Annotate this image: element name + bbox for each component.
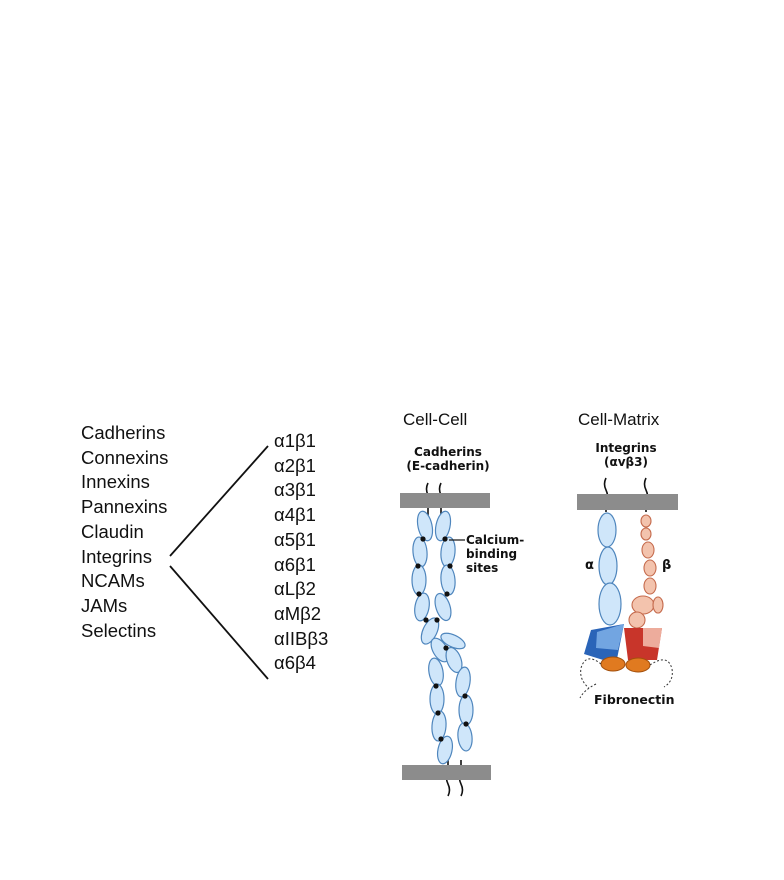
- top-membrane: [400, 493, 490, 508]
- cadherin-illustration: [400, 483, 491, 796]
- matrix-membrane: [577, 494, 678, 510]
- bracket-line-bottom: [170, 566, 268, 679]
- cell-cell-heading: Cell-Cell: [403, 410, 467, 430]
- integrin-illustration: [577, 478, 678, 698]
- integrin-label-line2: (αvβ3): [580, 455, 672, 469]
- alpha-subunit-label: α: [585, 558, 594, 573]
- calcium-binding-label: Calcium- binding sites: [466, 533, 524, 575]
- cadherin-label-line2: (E-cadherin): [398, 459, 498, 473]
- callout-line3: sites: [466, 561, 524, 575]
- cadherin-label-line1: Cadherins: [398, 445, 498, 459]
- fibronectin-label: Fibronectin: [594, 692, 674, 707]
- bracket-line-top: [170, 446, 268, 556]
- beta-subunit-label: β: [662, 558, 671, 573]
- cadherin-label: Cadherins (E-cadherin): [398, 445, 498, 473]
- integrin-label-line1: Integrins: [580, 441, 672, 455]
- callout-line2: binding: [466, 547, 524, 561]
- bottom-membrane: [402, 765, 491, 780]
- cell-matrix-heading: Cell-Matrix: [578, 410, 659, 430]
- callout-line1: Calcium-: [466, 533, 524, 547]
- integrin-label: Integrins (αvβ3): [580, 441, 672, 469]
